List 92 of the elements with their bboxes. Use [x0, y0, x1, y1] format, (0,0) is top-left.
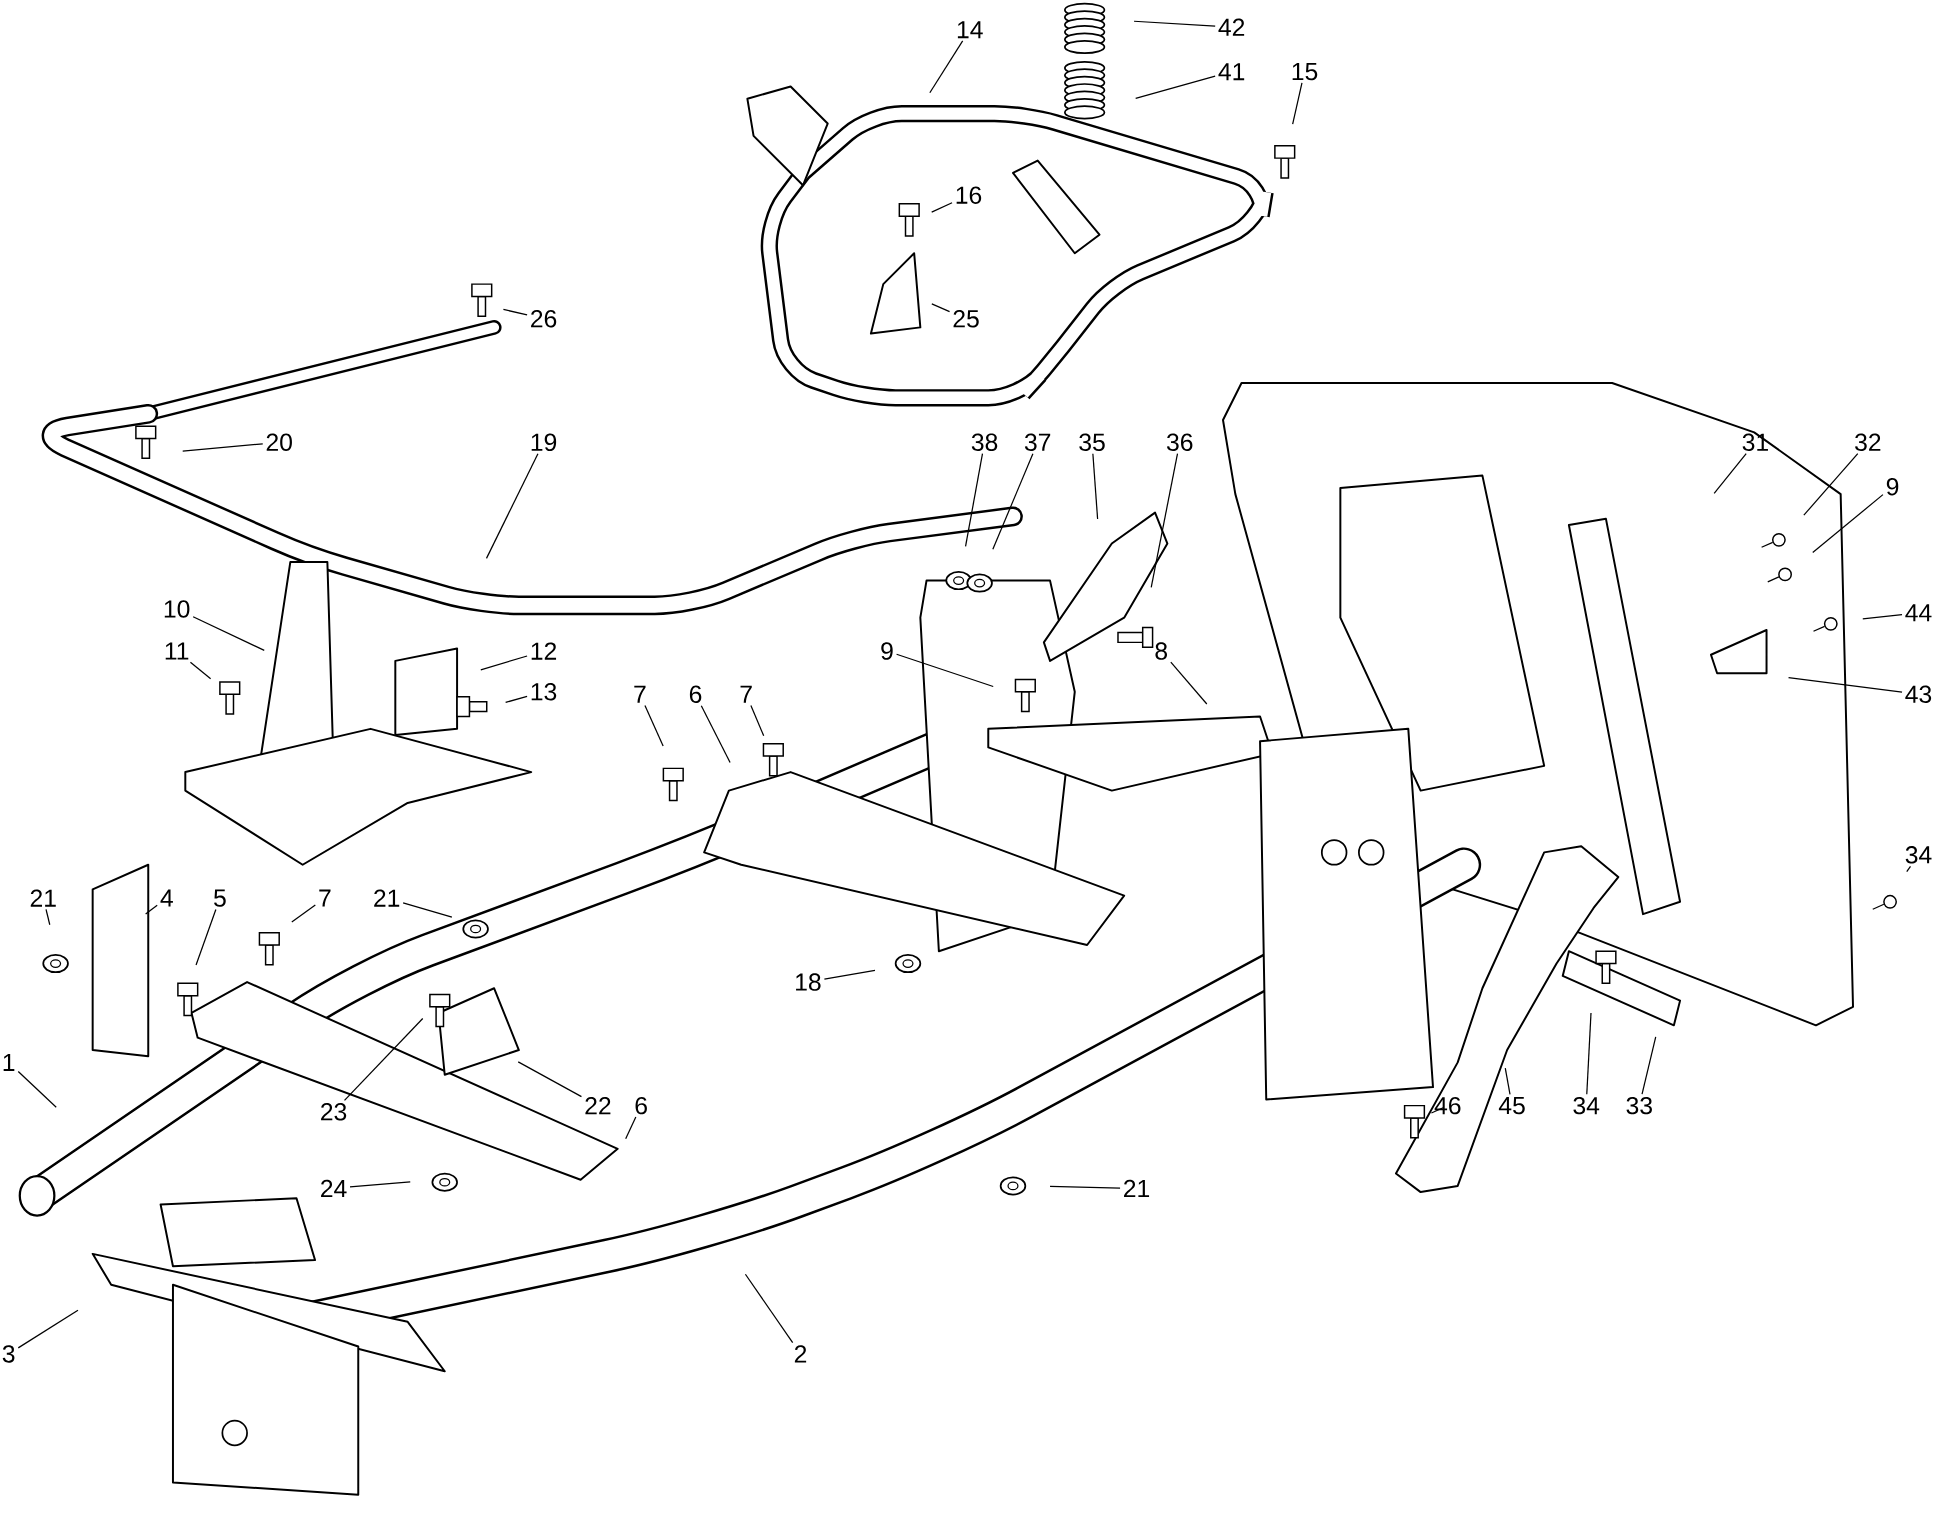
callout-number: 23 [321, 1102, 347, 1121]
leader-line [644, 704, 664, 747]
leader-line [1713, 452, 1747, 494]
leader-line [1092, 452, 1099, 520]
callout-number: 26 [531, 309, 557, 328]
callout-number: 7 [634, 685, 646, 703]
callout-number: 7 [319, 889, 331, 907]
callout-number: 15 [1292, 62, 1318, 81]
callout-number: 21 [374, 889, 400, 907]
leader-line [744, 1273, 794, 1344]
callout-number: 41 [1218, 63, 1245, 80]
callout-number: 20 [266, 433, 292, 451]
leader-line [192, 616, 265, 651]
callout-number: 13 [531, 682, 557, 701]
callout-number: 44 [1905, 604, 1932, 622]
leader-line [1812, 493, 1884, 554]
callout-number: 16 [956, 186, 982, 204]
callout-number: 21 [30, 889, 56, 907]
leader-line [349, 1181, 411, 1188]
callout-number: 9 [881, 642, 893, 660]
callout-number: 46 [1434, 1096, 1461, 1115]
callout-number: 5 [214, 889, 226, 907]
leader-line [145, 904, 158, 915]
leader-line [1049, 1185, 1121, 1189]
leader-line [17, 1070, 57, 1108]
leader-line [1787, 676, 1903, 693]
callout-number: 2 [794, 1345, 807, 1363]
callout-number: 8 [1155, 642, 1168, 660]
leader-line [700, 704, 731, 763]
leader-line [343, 1017, 424, 1101]
leader-line [485, 452, 539, 559]
callout-number: 6 [689, 685, 702, 703]
leader-line [1170, 661, 1208, 705]
leader-line [931, 202, 953, 213]
leader-line [1504, 1067, 1511, 1095]
leader-line [402, 902, 453, 918]
callout-number: 31 [1742, 433, 1768, 451]
callout-number: 4 [160, 889, 173, 907]
leader-line [1586, 1012, 1592, 1095]
callout-number: 1 [3, 1053, 15, 1071]
leader-line [17, 1309, 79, 1349]
leader-line [931, 303, 951, 313]
callout-number: 14 [957, 21, 983, 38]
callout-number: 21 [1124, 1179, 1150, 1197]
callout-number: 35 [1079, 433, 1105, 451]
callout-number: 19 [531, 433, 557, 451]
leader-line [1803, 452, 1859, 516]
leader-line [1641, 1036, 1657, 1095]
leader-line [1133, 20, 1216, 27]
leader-line [1430, 1107, 1444, 1114]
callout-number: 33 [1626, 1096, 1652, 1115]
leader-line [45, 908, 51, 926]
callout-number: 7 [740, 685, 752, 703]
leader-line [182, 443, 264, 452]
callout-number: 12 [531, 642, 557, 660]
leader-line [195, 908, 217, 966]
callout-number: 37 [1024, 433, 1051, 451]
callout-number: 3 [2, 1345, 15, 1363]
callout-number: 45 [1498, 1096, 1525, 1115]
leader-line [291, 904, 316, 923]
callout-number: 9 [1886, 477, 1899, 496]
callout-number: 25 [953, 309, 979, 328]
callout-number: 32 [1855, 433, 1881, 451]
leader-line [895, 653, 994, 687]
callout-number: 38 [971, 433, 998, 451]
leader-line [505, 695, 528, 703]
leader-line [502, 308, 528, 316]
callout-number: 18 [796, 973, 821, 991]
leader-line [1150, 452, 1179, 588]
leader-line [992, 452, 1034, 550]
callout-number: 24 [321, 1179, 347, 1197]
callout-number: 34 [1573, 1096, 1600, 1115]
leader-line [1862, 613, 1903, 620]
callout-number: 36 [1166, 433, 1193, 451]
leader-line [625, 1116, 637, 1140]
callout-number: 6 [635, 1096, 647, 1115]
leader-line [517, 1061, 583, 1098]
leader-line [929, 40, 964, 94]
leader-line [189, 661, 212, 680]
callout-number: 10 [164, 600, 190, 618]
callout-number: 43 [1905, 685, 1932, 703]
leader-line [1292, 82, 1303, 125]
callout-number: 42 [1218, 18, 1245, 36]
callout-number: 34 [1905, 846, 1932, 864]
leader-line [1135, 75, 1216, 99]
leader-line [750, 704, 765, 737]
callout-number: 22 [585, 1096, 611, 1115]
leader-line [1906, 865, 1912, 873]
leader-line [964, 452, 984, 547]
leader-line [823, 969, 876, 980]
leader-line [480, 655, 528, 671]
callout-number: 11 [165, 642, 189, 660]
